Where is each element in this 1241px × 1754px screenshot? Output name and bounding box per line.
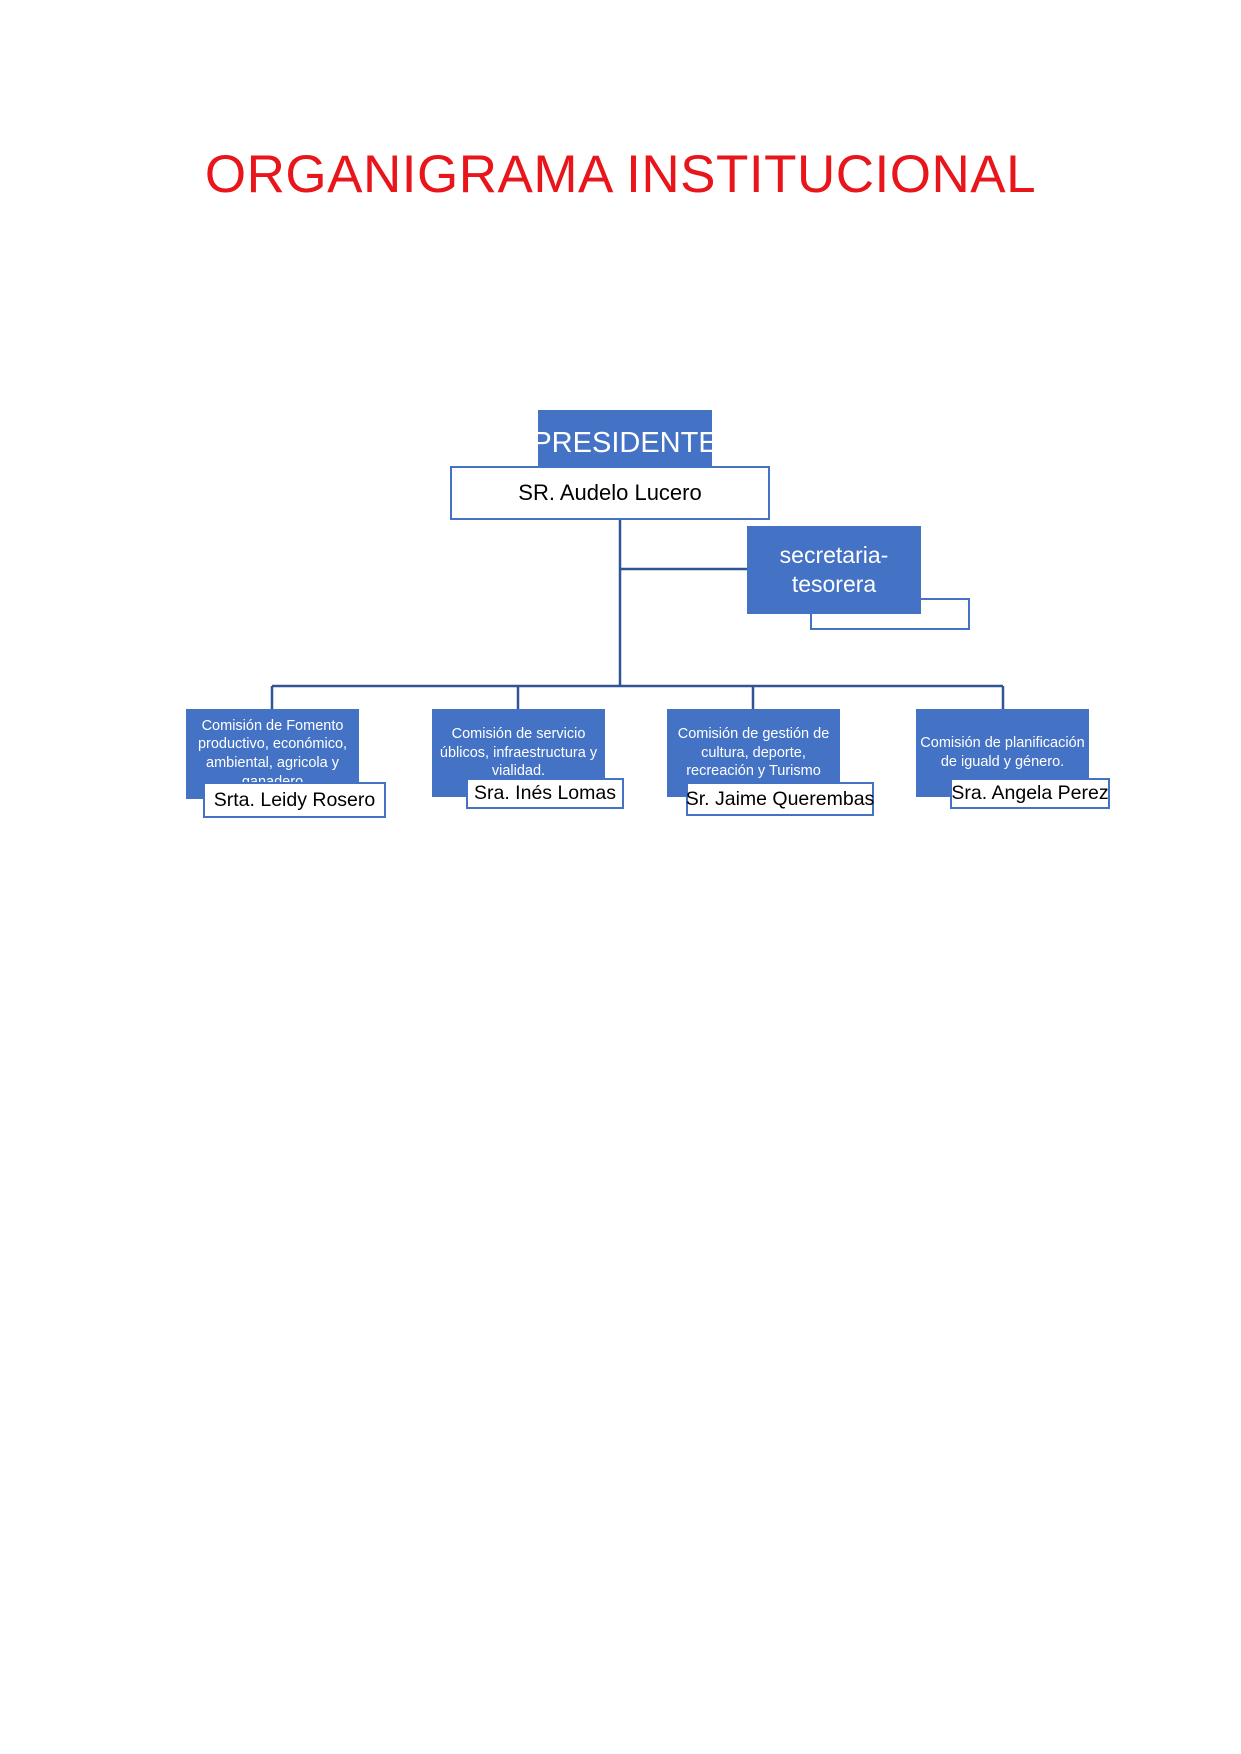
commission-member-box-cultura: Sr. Jaime Querembas <box>686 782 874 816</box>
commission-member-box-servicios: Sra. Inés Lomas <box>466 778 624 809</box>
president-name-box: SR. Audelo Lucero <box>450 466 770 520</box>
commission-member-box-fomento: Srta. Leidy Rosero <box>203 782 386 818</box>
president-role-box: PRESIDENTE <box>532 410 718 466</box>
page-title: ORGANIGRAMA INSTITUCIONAL <box>204 145 1037 204</box>
secretary-role-box: secretaria-tesorera <box>747 526 921 614</box>
commission-member-box-planificacion: Sra. Angela Perez <box>950 778 1110 809</box>
